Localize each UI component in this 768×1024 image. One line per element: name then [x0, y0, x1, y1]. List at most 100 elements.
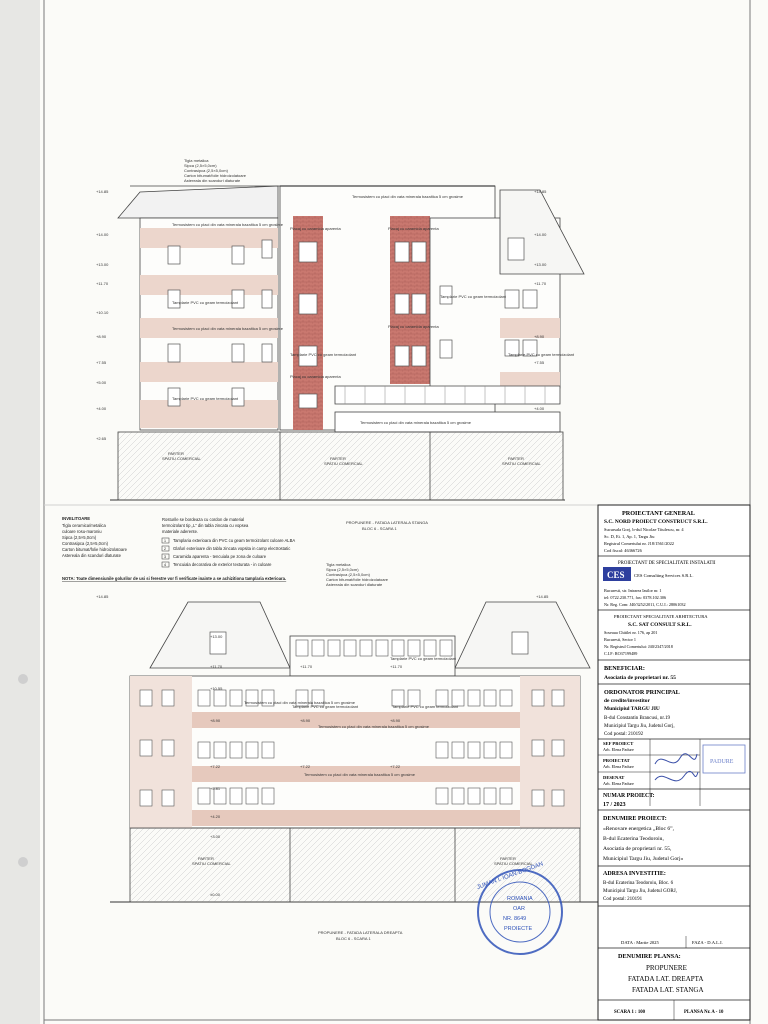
thermo-label: Termosistem cu placi din vata minerala b… [352, 194, 464, 199]
brick-label: Placaj cu caramida aparenta [290, 374, 341, 379]
level-marker: ±0.00 [210, 892, 221, 897]
level-marker: +14.85 [534, 189, 547, 194]
invelitoare-title: INVELITOARE [62, 516, 90, 521]
level-markers-top: +14.85 +14.00 +13.00 +11.70 +10.10 +8.90… [96, 189, 547, 441]
level-marker: +2.65 [96, 436, 107, 441]
thermo-label: Termosistem cu placi din vata minerala b… [360, 420, 472, 425]
invelitoare-item: Contrasipca (2,5×5,0cm) [62, 541, 109, 546]
legend-intro-line: materiale aderente. [162, 529, 198, 534]
ces-line: tel: 0722.230.771, fax: 0378.102.306 [604, 595, 666, 601]
level-marker: +13.00 [96, 262, 109, 267]
desenat-name: Arh. Elena Padure [603, 781, 634, 786]
plansa-line: FATADA LAT. STANGA [632, 986, 704, 994]
roof-note-line: Astereala din scanduri dlaturate [184, 178, 241, 183]
proiectat-name: Arh. Elena Padure [603, 764, 634, 769]
ordonator-subtitle: de credite/investitor [604, 698, 650, 704]
ces-company: CES Consulting Services S.R.L. [634, 573, 693, 578]
ground-sub-label: SPATIU COMERCIAL [162, 456, 202, 461]
level-marker: +7.55 [96, 360, 107, 365]
thermo-label: Termosistem cu placi din vata minerala b… [172, 326, 284, 331]
proiectant-general-line: Sucursala Gorj, b-dul Nicolae Titulescu,… [604, 527, 684, 533]
elevation-caption: PROPUNERE - FATADA LATERALA STANGA [346, 520, 428, 525]
level-marker: +4.00 [96, 406, 107, 411]
punch-hole [18, 674, 28, 684]
legend-item-text: Tamplaria exterioara din PVC cu geam ter… [173, 538, 295, 543]
level-marker: +13.00 [534, 262, 547, 267]
level-marker: +4.00 [534, 406, 545, 411]
level-marker: +3.00 [210, 834, 221, 839]
level-marker: +14.85 [536, 594, 549, 599]
invelitoare-item: Astereala din scanduri dlaturate [62, 553, 122, 558]
invelitoare-item: culoare rosu-maroniu [62, 529, 102, 534]
plansa-line: FATADA LAT. DREAPTA [628, 975, 703, 983]
denumire-plansa-label: DENUMIRE PLANSA: [618, 953, 681, 960]
level-marker: +7.55 [534, 360, 545, 365]
legend-block: INVELITOARE Tigla ceramica/metalica culo… [62, 516, 389, 587]
elevation-caption: PROPUNERE - FATADA LATERALA DREAPTA [318, 930, 403, 935]
level-marker: +4.20 [210, 814, 221, 819]
level-marker: +11.70 [534, 281, 547, 286]
plansa-nr-label: PLANSA Nr. A - 10 [684, 1010, 724, 1015]
proiectant-general-line: Registrul Comertului nr. J18/1561/2022 [604, 541, 674, 546]
elevation-caption-sub: BLOC 6 - SCARA 1 [362, 526, 397, 531]
beneficiar-title: BENEFICIAR: [604, 665, 645, 672]
level-marker: +14.85 [96, 189, 109, 194]
legend-item-number: 2 [164, 547, 166, 551]
thermo-label: Termosistem cu placi din vata minerala b… [304, 772, 416, 777]
denumire-proiect-line: Asociatia de proprietari nr. 55, [603, 846, 672, 852]
ground-label: PARTER [198, 856, 214, 861]
ground-sub-label: SPATIU COMERCIAL [494, 861, 534, 866]
roof-note-line: Contrasipca (2,5×5,0cm) [184, 168, 229, 173]
level-marker: +14.85 [96, 594, 109, 599]
desenat-label: DESENAT [603, 775, 624, 780]
sef-proiect-name: Arh. Elena Padure [603, 747, 634, 752]
ground-label: PARTER [168, 451, 184, 456]
roof-note-line: Contrasipca (2,5×5,0cm) [326, 572, 371, 577]
roof-note-line: Astereala din scanduri dlaturate [326, 582, 383, 587]
level-marker: +10.55 [210, 686, 223, 691]
specialitate-title: PROIECTANT DE SPECIALITATE INSTALATII [618, 561, 716, 566]
roof-note-line: Carton bitumat/folie hidroizolatoare [184, 173, 247, 178]
ces-logo [603, 567, 631, 581]
title-block: PROIECTANT GENERAL S.C. NORD PROIECT CON… [597, 504, 751, 1021]
level-marker: +8.90 [300, 718, 311, 723]
ground-label: PARTER [330, 456, 346, 461]
thermo-label: Termosistem cu placi din vata minerala b… [172, 222, 284, 227]
arhitectura-title: PROIECTANT SPECIALITATE ARHITECTURA [614, 614, 708, 619]
ordonator-title: ORDONATOR PRINCIPAL [604, 689, 680, 696]
ordonator-line: Cod postal: 210192 [604, 732, 644, 737]
adresa-line: Cod postal: 210191 [603, 897, 643, 902]
arhitectura-line: C.I.F: RO37199489 [604, 651, 637, 656]
level-marker: +5.00 [96, 380, 107, 385]
stamp-text: NR. 8649 [503, 916, 526, 922]
adresa-label: ADRESA INVESTITIE: [603, 871, 666, 877]
elevation-caption-sub: BLOC 6 - SCARA 1 [336, 936, 371, 941]
ground-sub-label: SPATIU COMERCIAL [324, 461, 364, 466]
legend-item-number: 1 [164, 539, 166, 543]
plansa-line: PROPUNERE [646, 964, 687, 972]
level-marker: +10.10 [96, 310, 109, 315]
brick-label: Placaj cu caramida aparenta [290, 226, 341, 231]
pvc-label: Tamplarie PVC cu geam termoizolant [292, 704, 359, 709]
arhitectura-line: Bucuresti, Sector 1 [604, 637, 636, 643]
pvc-label: Tamplarie PVC cu geam termoizolant [390, 656, 457, 661]
ground-sub-label: SPATIU COMERCIAL [502, 461, 542, 466]
pvc-label: Tamplarie PVC cu geam termoizolant [172, 300, 239, 305]
ces-line: Nr. Reg. Com: J40/3252/2011, C.U.I.: 280… [604, 602, 686, 608]
small-stamp-text: PADURE [710, 759, 734, 765]
arhitectura-line: Soseaua Chitilei nr. 176, ap 201 [604, 630, 657, 636]
level-markers-bottom: +14.85 +13.00 +11.70 +10.55 +8.90 +7.22 … [96, 594, 549, 897]
level-marker: +11.70 [300, 664, 313, 669]
adresa-line: B-dul Ecaterina Teodoroiu, Bloc. 6 [603, 881, 674, 886]
pvc-label: Tamplarie PVC cu geam termoizolant [508, 352, 575, 357]
level-marker: +8.90 [210, 718, 221, 723]
ground-label: PARTER [500, 856, 516, 861]
signature [654, 753, 698, 765]
data-label: DATA : Martie 2025 [621, 940, 659, 945]
ces-line: Bucuresti, str. Intrarea Iasilor nr. 1 [604, 588, 661, 594]
denumire-proiect-line: «Renovare energetica „Bloc 6”, [603, 826, 675, 832]
level-marker: +7.22 [390, 764, 401, 769]
elevation-right-facade: +14.85 +13.00 +11.70 +10.55 +8.90 +7.22 … [96, 594, 598, 941]
level-marker: +8.90 [390, 718, 401, 723]
